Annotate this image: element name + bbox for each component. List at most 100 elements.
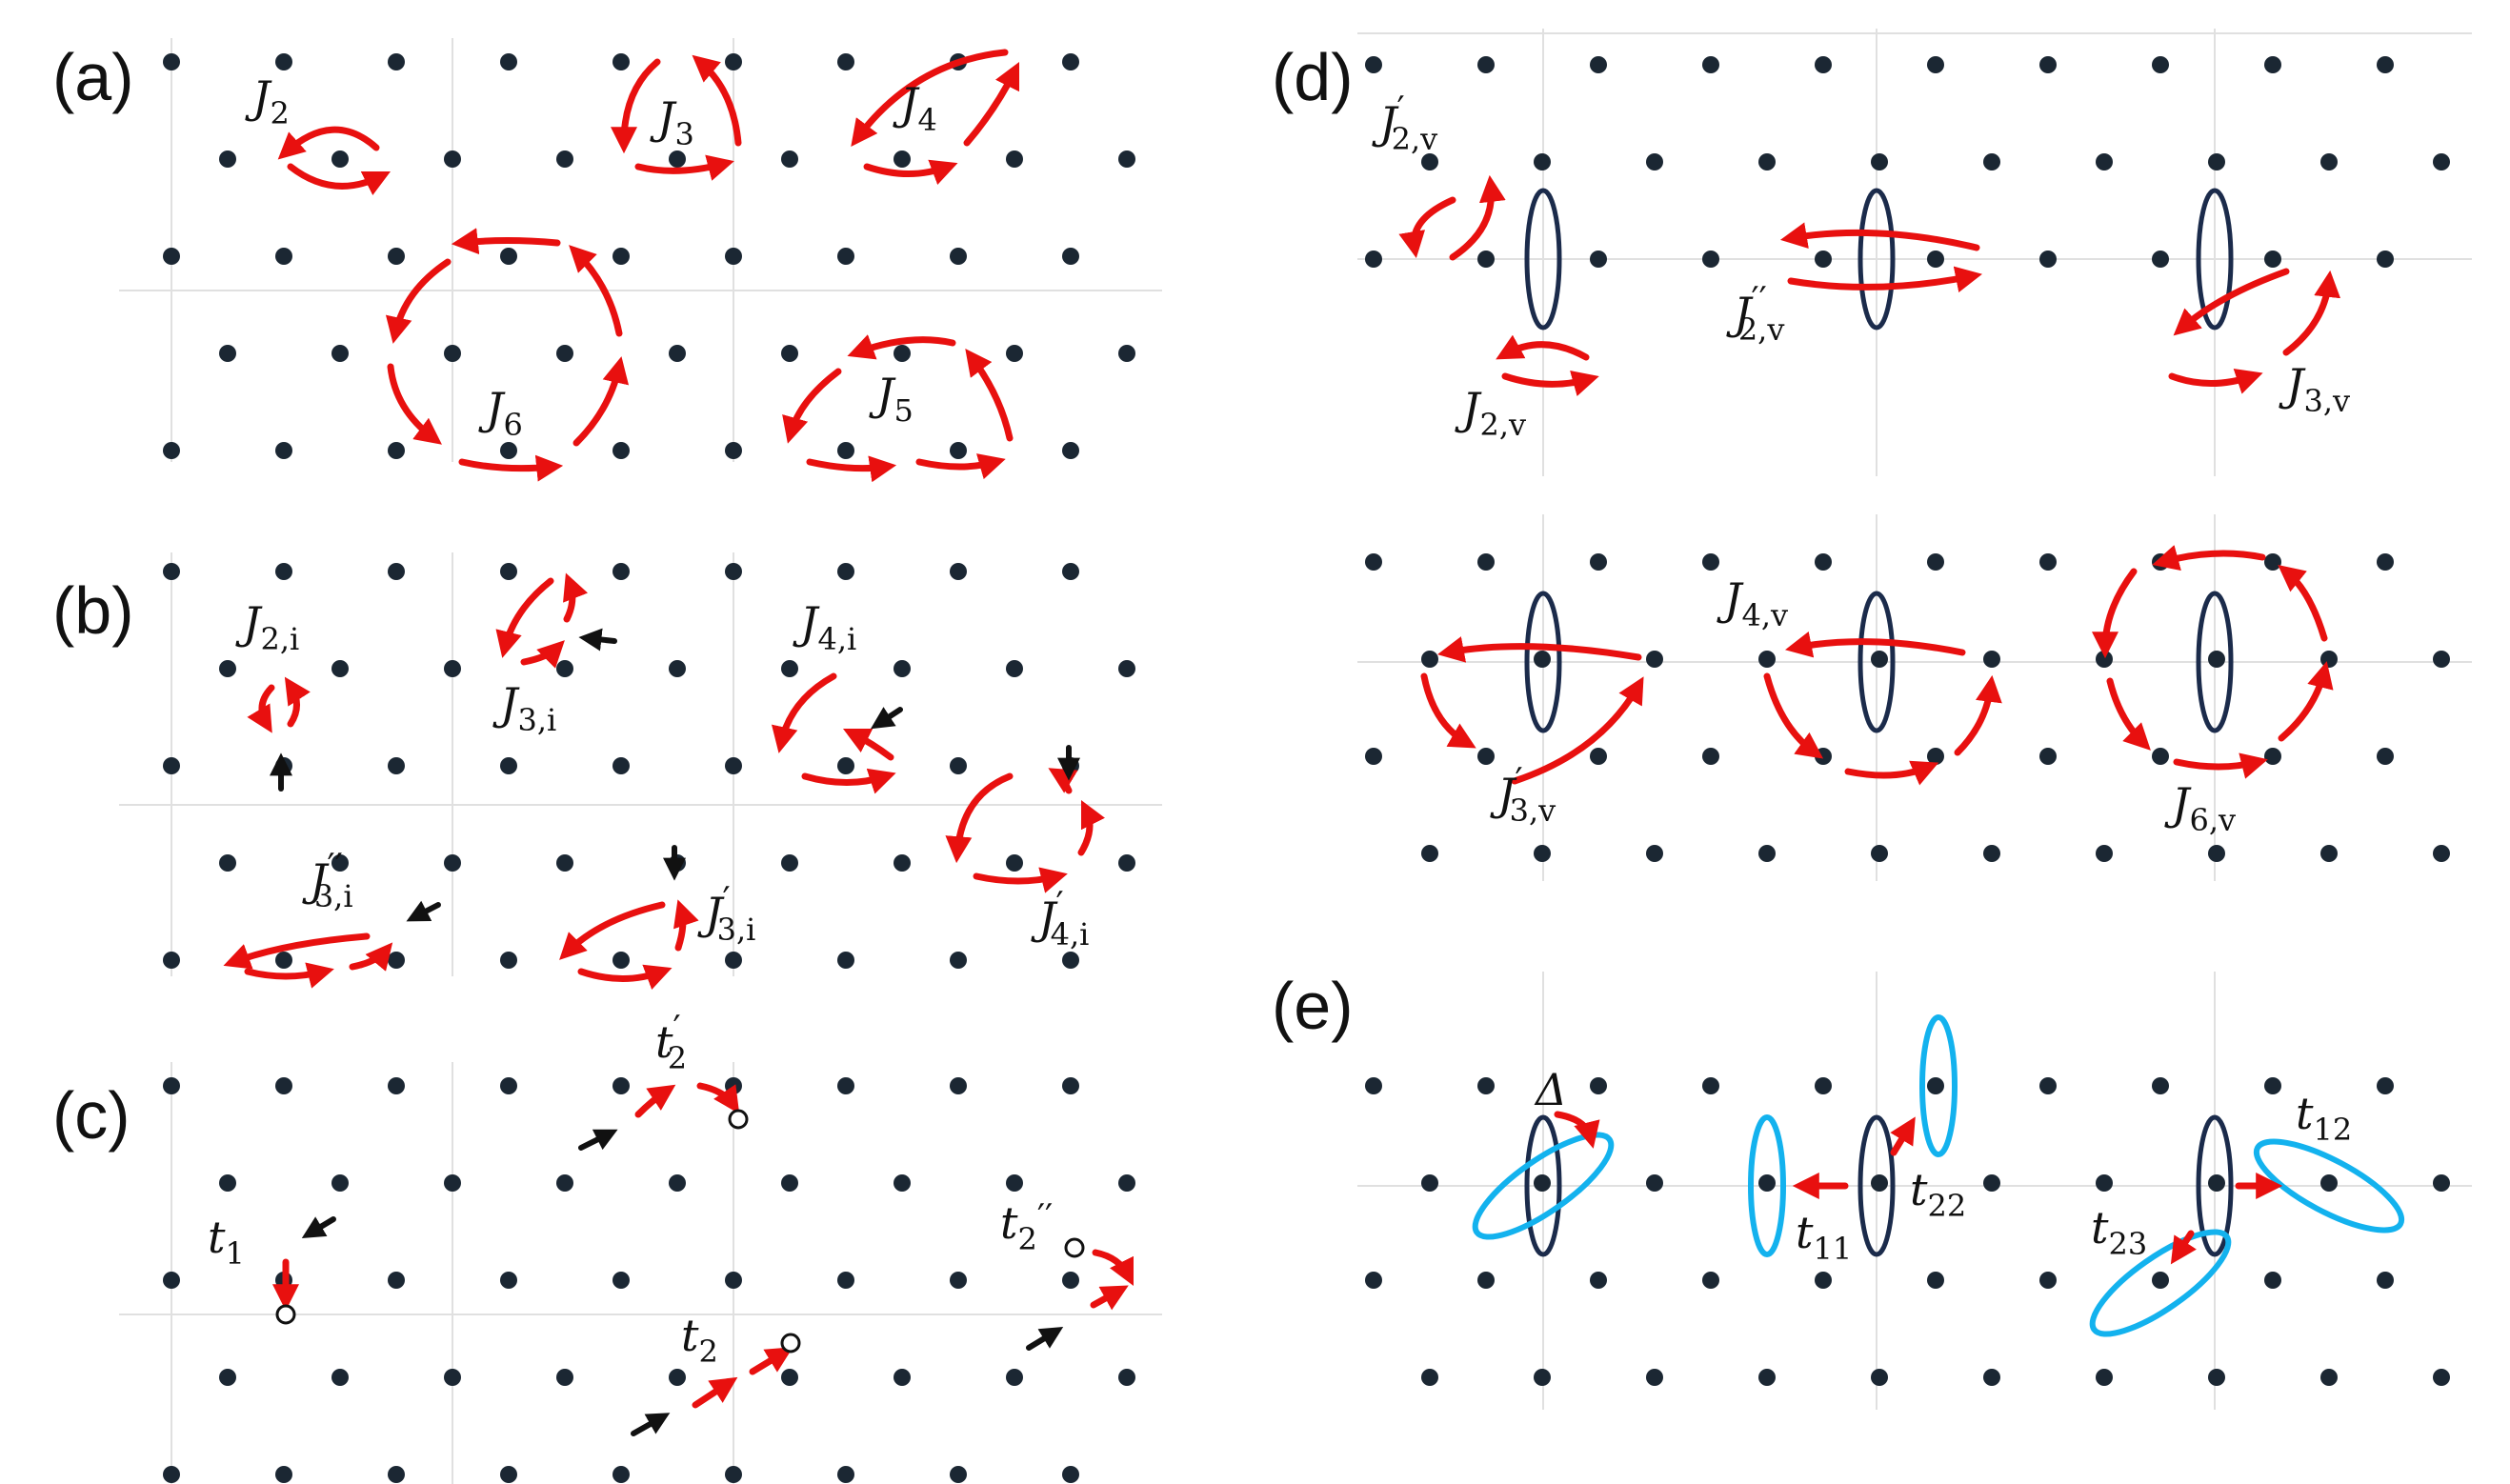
marker-arrows <box>270 628 1080 1436</box>
panel-labels: (a) (b) (c) (d) (e) <box>52 40 1354 1153</box>
lattice-site <box>1062 952 1079 969</box>
lattice-site <box>388 442 405 459</box>
lattice-site <box>1758 1174 1776 1192</box>
lattice-site <box>163 1272 180 1289</box>
label-t23: t23 <box>2091 1202 2147 1262</box>
lattice-site <box>2039 1272 2057 1289</box>
panel-label-d: (d) <box>1272 40 1354 114</box>
vortex-e3-blue-right <box>2253 1138 2405 1233</box>
label-J3i: J3,i <box>492 678 556 738</box>
lattice-site <box>2320 651 2338 668</box>
lattice-site <box>781 150 798 168</box>
lattice-site <box>1815 553 1832 571</box>
lattice-site <box>1871 1174 1888 1192</box>
lattice-site <box>669 1174 686 1192</box>
empty-site <box>275 1304 296 1325</box>
lattice-site <box>1062 442 1079 459</box>
lattice-site <box>894 1174 911 1192</box>
lattice-site <box>725 1077 742 1094</box>
lattice-site <box>1006 660 1023 677</box>
lattice-site <box>837 442 854 459</box>
lattice-site <box>388 952 405 969</box>
lattice-site <box>894 1369 911 1386</box>
lattice-site <box>2039 748 2057 765</box>
lattice-site <box>2208 1174 2225 1192</box>
lattice-site <box>1646 1369 1663 1386</box>
lattice-site <box>1815 1272 1832 1289</box>
lattice-site <box>1646 651 1663 668</box>
lattice-site <box>2264 56 2281 73</box>
lattice-site <box>163 53 180 70</box>
lattice-site <box>2377 748 2394 765</box>
lattice-site <box>500 442 517 459</box>
vortex-d4 <box>1524 591 1562 733</box>
lattice-site <box>2264 251 2281 268</box>
lattice-site <box>2208 845 2225 862</box>
empty-site <box>780 1333 801 1354</box>
vortex-e2 <box>1857 1114 1896 1257</box>
lattice-site <box>556 345 573 362</box>
lattice-site <box>275 1466 292 1483</box>
lattice-site <box>950 563 967 580</box>
lattice-site <box>219 854 236 872</box>
lattice-site <box>1815 56 1832 73</box>
lattice-site <box>1590 56 1607 73</box>
lattice-site <box>219 660 236 677</box>
lattice-site <box>1590 1272 1607 1289</box>
lattice-site <box>275 53 292 70</box>
lattice-site <box>1983 651 2000 668</box>
label-J6: J6 <box>478 383 523 443</box>
lattice-site <box>1006 150 1023 168</box>
vortex-e3 <box>2196 1114 2234 1257</box>
lattice-site <box>1534 153 1551 170</box>
label-t22: t22 <box>1910 1164 1966 1224</box>
lattice-site <box>1534 1369 1551 1386</box>
lattice-site <box>1062 53 1079 70</box>
lattice-site <box>2264 553 2281 571</box>
lattice-site <box>331 660 349 677</box>
lattice-site <box>388 1466 405 1483</box>
lattice-site <box>2096 651 2113 668</box>
lattice-site <box>1590 553 1607 571</box>
lattice-site <box>275 952 292 969</box>
lattice-site <box>1702 56 1719 73</box>
lattice-site <box>2433 1369 2450 1386</box>
lattice-site <box>500 757 517 774</box>
lattice-site <box>500 563 517 580</box>
lattice-site <box>1758 1369 1776 1386</box>
lattice-site <box>1534 1174 1551 1192</box>
lattice-site <box>2377 56 2394 73</box>
lattice-site <box>837 248 854 265</box>
lattice-site <box>725 952 742 969</box>
vortices <box>1472 188 2405 1337</box>
lattice-site <box>725 1272 742 1289</box>
lattice-site <box>2377 553 2394 571</box>
lattice-site <box>1365 748 1382 765</box>
lattice-site <box>500 1466 517 1483</box>
lattice-site <box>2377 251 2394 268</box>
lattice-site <box>331 150 349 168</box>
lattice-site <box>1702 748 1719 765</box>
lattice-site <box>781 854 798 872</box>
lattice-site <box>1118 854 1135 872</box>
lattice-site <box>1062 248 1079 265</box>
lattice-site <box>1815 251 1832 268</box>
lattice-site <box>669 660 686 677</box>
lattice-site <box>2264 1272 2281 1289</box>
lattice-site <box>669 150 686 168</box>
lattice-site <box>837 1272 854 1289</box>
lattice-site <box>444 150 461 168</box>
lattice-site <box>556 1369 573 1386</box>
lattice-site <box>1006 345 1023 362</box>
lattice-site <box>556 660 573 677</box>
lattice-site <box>163 757 180 774</box>
lattice-site <box>2152 1272 2169 1289</box>
lattice-site <box>1871 153 1888 170</box>
lattice-site <box>1062 1466 1079 1483</box>
lattice-site <box>612 442 630 459</box>
label-J3v: J3,v <box>2279 359 2350 419</box>
lattice-site <box>331 1369 349 1386</box>
vortex-e1-blue <box>1472 1132 1615 1240</box>
term-labels: J2 J3 J4 J5 J6 J2,i J3,i J4,i J′′3,i J′3… <box>208 71 2352 1370</box>
lattice-site <box>163 442 180 459</box>
